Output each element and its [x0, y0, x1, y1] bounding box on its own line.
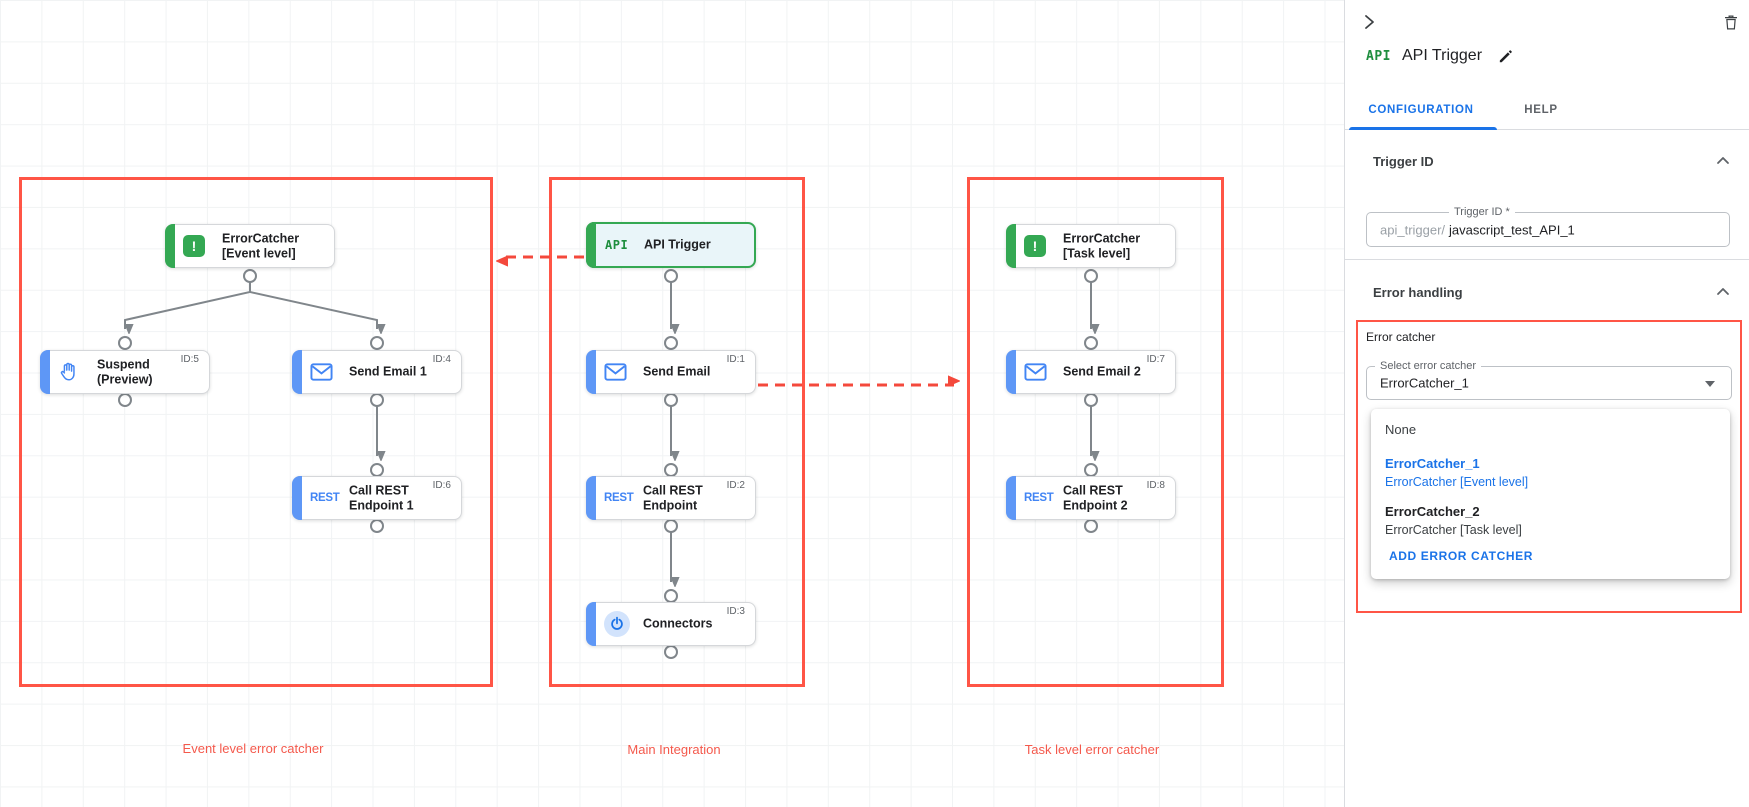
node-label: Send Email 2 [1063, 364, 1141, 379]
connector-icon [604, 611, 630, 637]
node-label: Call REST Endpoint 2 [1063, 483, 1128, 512]
trigger-id-field[interactable]: Trigger ID * api_trigger/javascript_test… [1366, 206, 1730, 247]
collapse-section-trigger-id[interactable] [1715, 153, 1731, 169]
node-label: ErrorCatcher [Event level] [222, 231, 300, 260]
node-send-email[interactable]: Send Email ID:1 [586, 350, 756, 394]
node-id-badge: ID:4 [432, 354, 451, 365]
trash-icon [1725, 15, 1737, 29]
error-handling-heading: Error handling [1373, 285, 1463, 300]
option-errorcatcher-2-desc: ErrorCatcher [Task level] [1385, 523, 1522, 537]
main-integration-group-box [549, 177, 805, 687]
node-suspend-preview[interactable]: Suspend (Preview) ID:5 [40, 350, 210, 394]
delete-trigger-button[interactable] [1719, 10, 1743, 34]
edit-title-button[interactable] [1493, 44, 1517, 68]
task-level-group-box [967, 177, 1224, 687]
workflow-edges [118, 253, 1344, 659]
node-accent-bar [586, 222, 596, 268]
add-error-catcher-button[interactable]: ADD ERROR CATCHER [1389, 549, 1533, 563]
rest-icon: REST [310, 492, 340, 504]
panel-title-row: API API Trigger [1366, 44, 1517, 68]
rest-icon: REST [604, 492, 634, 504]
option-errorcatcher-1-desc: ErrorCatcher [Event level] [1385, 475, 1529, 489]
node-id-badge: ID:3 [726, 606, 745, 617]
node-call-rest-endpoint-2[interactable]: REST Call REST Endpoint 2 ID:8 [1006, 476, 1176, 520]
error-icon: ! [183, 235, 205, 257]
event-level-group-box [19, 177, 493, 687]
node-id-badge: ID:1 [726, 354, 745, 365]
tab-configuration[interactable]: CONFIGURATION [1368, 104, 1474, 116]
api-icon: API [605, 238, 629, 252]
trigger-id-value: javascript_test_API_1 [1449, 222, 1575, 237]
node-connectors[interactable]: Connectors ID:3 [586, 602, 756, 646]
collapse-panel-button[interactable] [1357, 10, 1381, 34]
node-label: Send Email [643, 364, 711, 379]
select-error-catcher-label: Select error catcher [1375, 360, 1481, 372]
error-catcher-dropdown: None ErrorCatcher_1 ErrorCatcher [Event … [1371, 409, 1730, 579]
trigger-id-field-label: Trigger ID * [1449, 206, 1515, 218]
node-id-badge: ID:2 [726, 480, 745, 491]
error-catcher-highlight-box [1356, 320, 1742, 613]
node-accent-bar [586, 602, 596, 646]
node-accent-bar [1006, 224, 1016, 268]
select-error-catcher-value: ErrorCatcher_1 [1380, 375, 1469, 391]
integration-canvas[interactable]: Event level error catcher Main Integrati… [0, 0, 1344, 807]
node-label: Send Email 1 [349, 364, 427, 379]
pencil-icon [1499, 49, 1512, 62]
node-accent-bar [586, 350, 596, 394]
node-label: Connectors [643, 616, 713, 631]
hand-icon [58, 361, 80, 383]
email-icon [310, 363, 333, 382]
chevron-up-icon [1717, 157, 1729, 164]
option-errorcatcher-2[interactable]: ErrorCatcher_2 [1385, 504, 1480, 519]
task-level-group-label: Task level error catcher [1024, 742, 1160, 757]
node-send-email-1[interactable]: Send Email 1 ID:4 [292, 350, 462, 394]
node-api-trigger[interactable]: API API Trigger [586, 222, 756, 268]
trigger-id-prefix: api_trigger/ [1380, 222, 1446, 237]
node-accent-bar [292, 476, 302, 520]
email-icon [604, 363, 627, 382]
node-label: ErrorCatcher [Task level] [1063, 231, 1141, 260]
node-accent-bar [1006, 476, 1016, 520]
trigger-id-heading: Trigger ID [1373, 154, 1434, 169]
node-id-badge: ID:5 [180, 354, 199, 365]
trigger-id-field-text: api_trigger/javascript_test_API_1 [1380, 222, 1575, 237]
collapse-section-error-handling[interactable] [1715, 284, 1731, 300]
chevron-up-icon [1717, 288, 1729, 295]
node-id-badge: ID:6 [432, 480, 451, 491]
panel-tabs: CONFIGURATION HELP [1345, 90, 1749, 130]
option-errorcatcher-1[interactable]: ErrorCatcher_1 [1385, 456, 1480, 471]
node-accent-bar [292, 350, 302, 394]
node-errorcatcher-task-level[interactable]: ! ErrorCatcher [Task level] [1006, 224, 1176, 268]
email-icon [1024, 363, 1047, 382]
node-label: Suspend (Preview) [97, 357, 153, 386]
panel-title: API Trigger [1401, 47, 1483, 64]
api-trigger-icon: API [1366, 48, 1391, 64]
error-catcher-label: Error catcher [1366, 330, 1436, 344]
tab-help[interactable]: HELP [1524, 104, 1558, 116]
section-divider [1345, 259, 1749, 260]
node-label: API Trigger [644, 237, 711, 252]
chevron-right-icon [1365, 15, 1374, 29]
node-accent-bar [586, 476, 596, 520]
node-call-rest-endpoint[interactable]: REST Call REST Endpoint ID:2 [586, 476, 756, 520]
option-none[interactable]: None [1385, 422, 1417, 437]
select-error-catcher[interactable]: Select error catcher ErrorCatcher_1 [1366, 360, 1732, 400]
node-accent-bar [40, 350, 50, 394]
rest-icon: REST [1024, 492, 1054, 504]
node-send-email-2[interactable]: Send Email 2 ID:7 [1006, 350, 1176, 394]
node-call-rest-endpoint-1[interactable]: REST Call REST Endpoint 1 ID:6 [292, 476, 462, 520]
active-tab-underline [1349, 127, 1497, 130]
config-panel: API API Trigger CONFIGURATION HELP Trigg… [1344, 0, 1749, 807]
main-integration-group-label: Main Integration [627, 742, 721, 757]
node-accent-bar [1006, 350, 1016, 394]
node-label: Call REST Endpoint [643, 483, 703, 512]
node-accent-bar [165, 224, 175, 268]
node-id-badge: ID:7 [1146, 354, 1165, 365]
node-label: Call REST Endpoint 1 [349, 483, 414, 512]
error-icon: ! [1024, 235, 1046, 257]
event-level-group-label: Event level error catcher [182, 741, 324, 756]
dropdown-caret-icon [1705, 381, 1715, 387]
node-errorcatcher-event-level[interactable]: ! ErrorCatcher [Event level] [165, 224, 335, 268]
node-id-badge: ID:8 [1146, 480, 1165, 491]
